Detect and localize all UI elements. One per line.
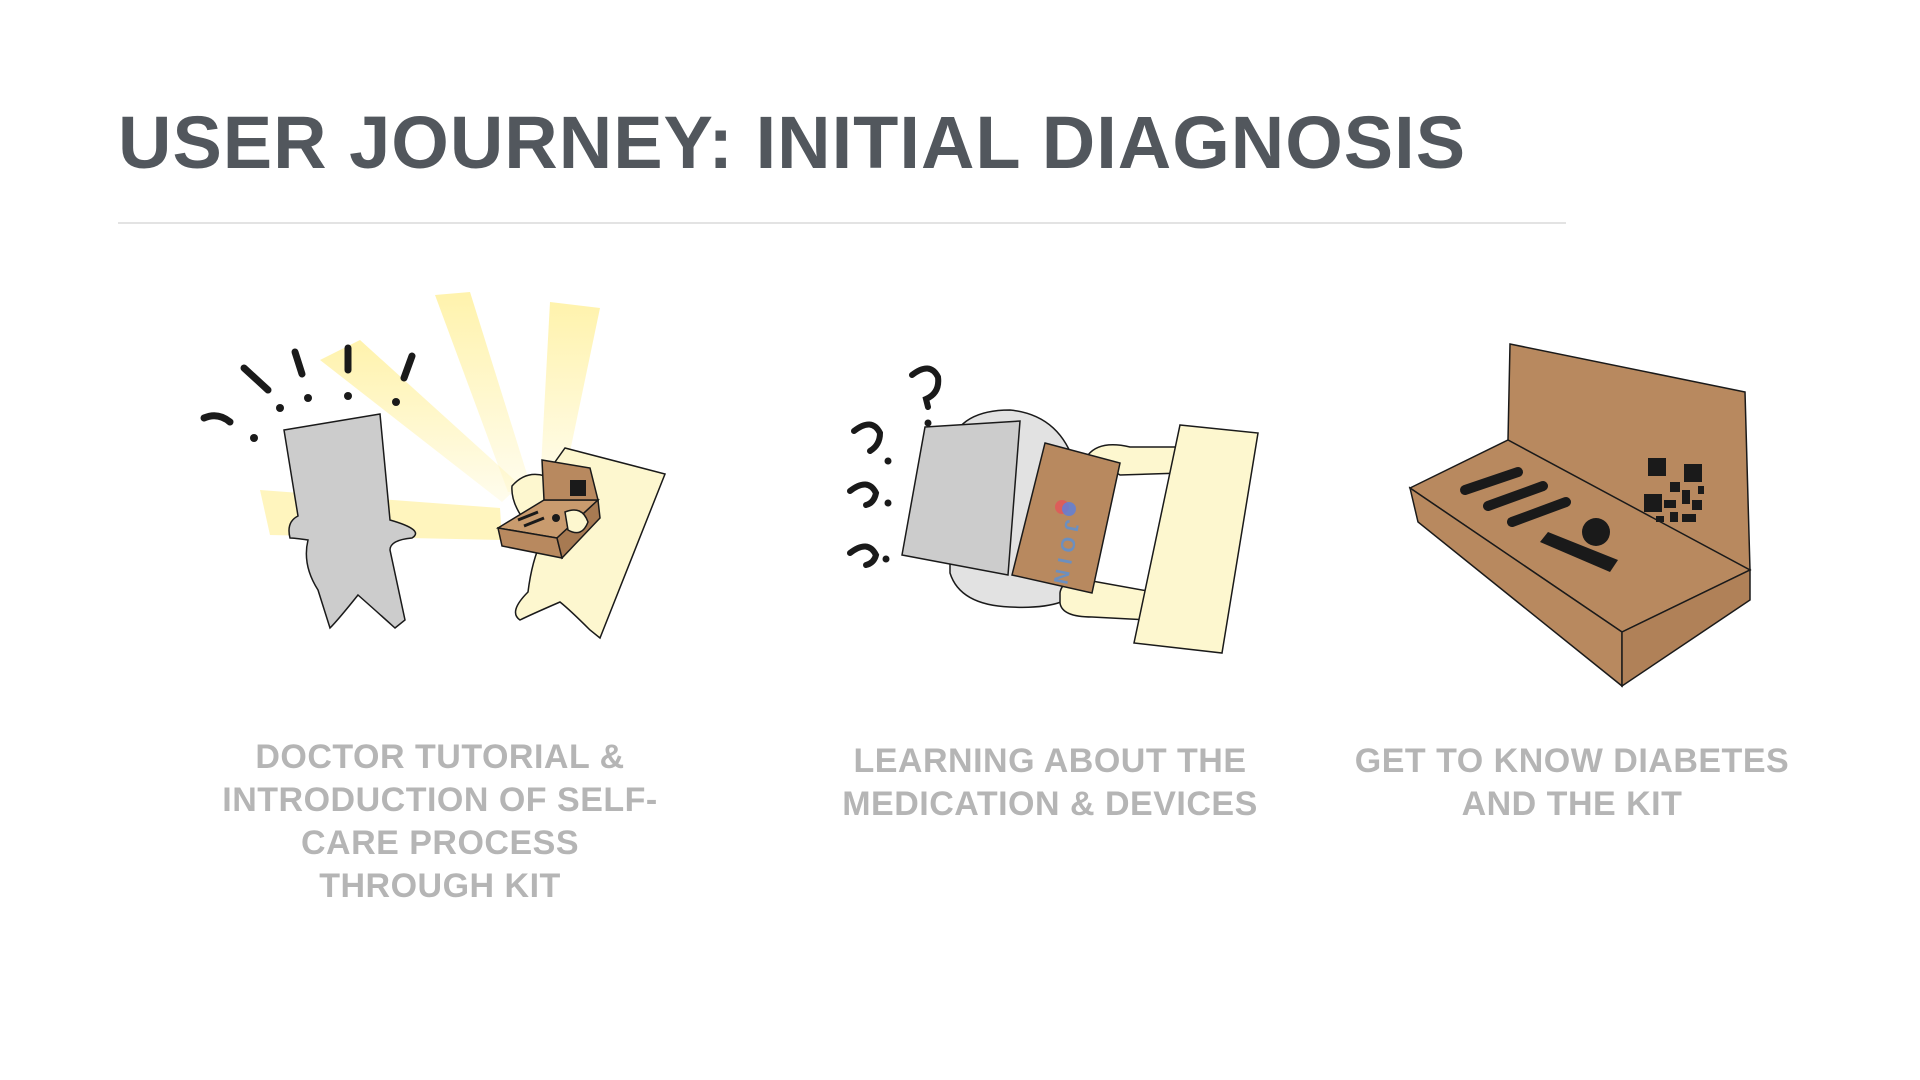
tray-slots	[1460, 467, 1571, 527]
patient-hand	[564, 509, 589, 534]
tray-slot-round	[1582, 518, 1610, 546]
tray-slot-long	[1540, 532, 1618, 572]
qr-code	[1644, 458, 1704, 522]
patient-figure	[1133, 424, 1259, 654]
page-title: USER JOURNEY: INITIAL DIAGNOSIS	[118, 101, 1467, 184]
doctor-figure	[283, 413, 417, 630]
light-beam	[320, 340, 520, 502]
step-1-caption: DOCTOR TUTORIAL & INTRODUCTION OF SELF-C…	[222, 738, 658, 905]
join-box: JOIN	[1011, 442, 1121, 594]
open-kit-box-illustration	[1408, 343, 1752, 688]
question-marks	[847, 365, 942, 568]
step-2-caption: LEARNING ABOUT THE MEDICATION & DEVICES	[842, 742, 1258, 823]
light-beam	[435, 292, 532, 492]
title-divider	[118, 222, 1566, 224]
kit-box-side	[1621, 568, 1751, 688]
step-3-caption: GET TO KNOW DIABETES AND THE KIT	[1354, 742, 1790, 823]
exclamation-marks	[200, 344, 416, 442]
doctor-presenting-kit-illustration	[200, 292, 667, 640]
patient-receiving-join-box-illustration: JOIN	[847, 365, 1259, 654]
doctor-shoulders	[901, 420, 1021, 576]
light-beam	[540, 302, 600, 490]
qr-code	[570, 480, 586, 496]
question-dots	[882, 419, 932, 563]
